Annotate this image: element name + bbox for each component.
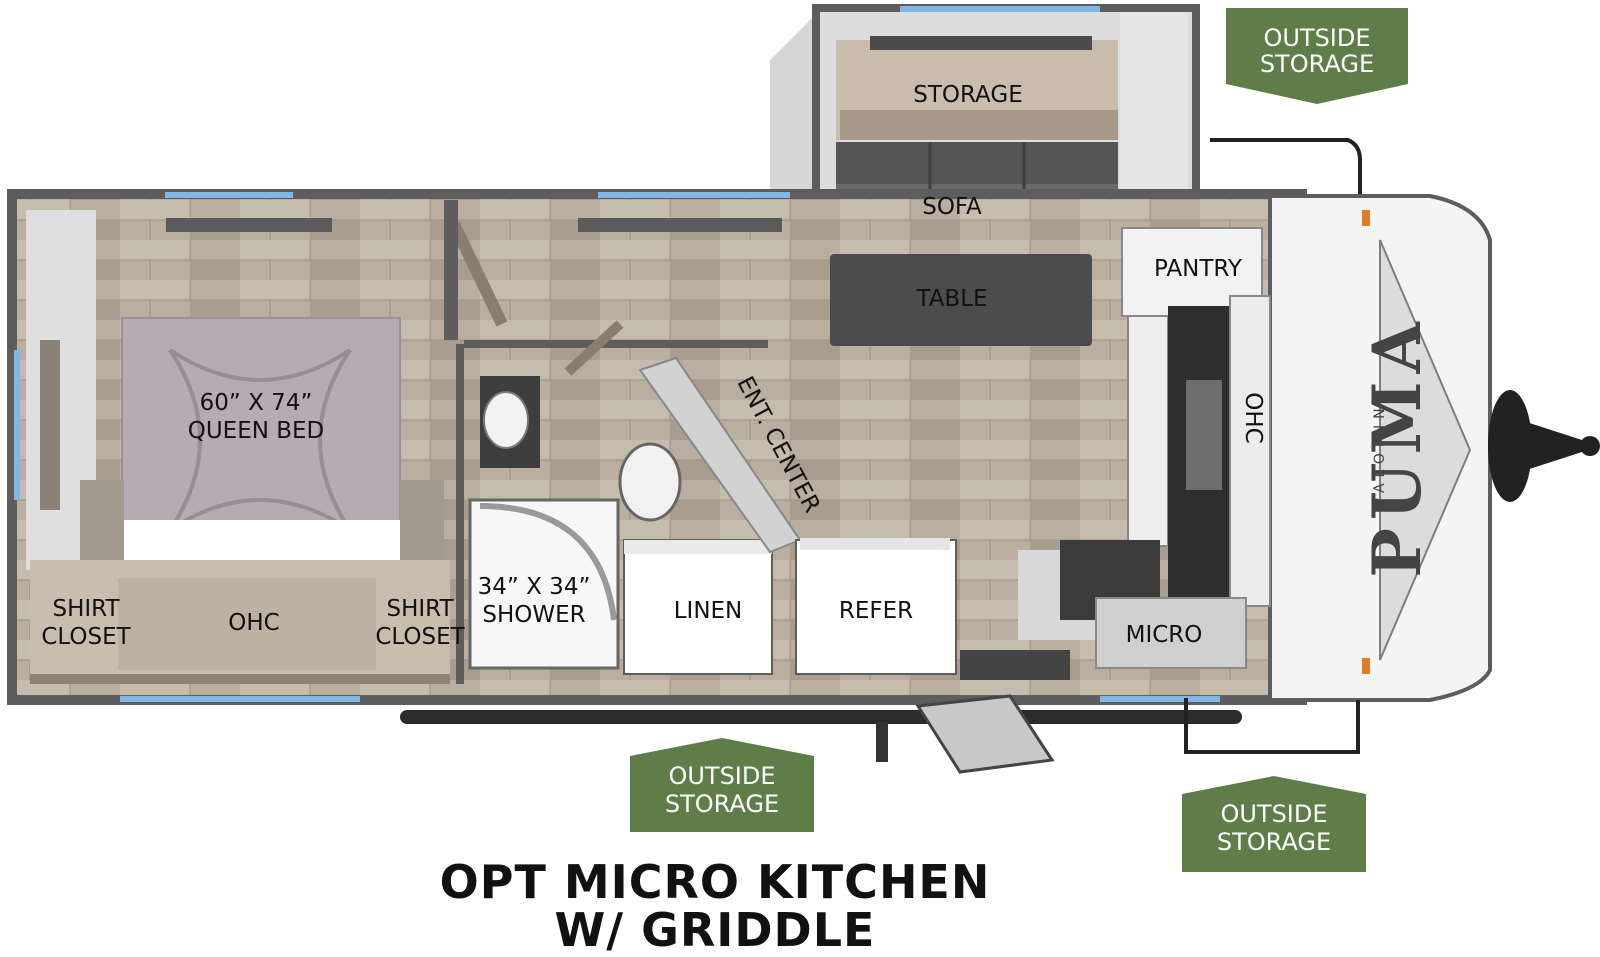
outside-storage-bottom-right-line2: STORAGE	[1217, 828, 1331, 856]
label-kitchen-ohc: OHC	[1240, 392, 1266, 443]
brand-sub-text: PALOMINO	[1372, 385, 1388, 506]
outside-storage-top-line1: OUTSIDE	[1263, 24, 1370, 52]
awning-step	[400, 138, 1362, 774]
kitchen	[795, 227, 1271, 680]
outside-storage-bottom-left-line1: OUTSIDE	[668, 762, 775, 790]
label-bed-size: 60” X 74”	[200, 390, 313, 416]
label-bed-name: QUEEN BED	[188, 418, 325, 444]
kitchen-ohc	[1229, 295, 1271, 607]
shower	[468, 498, 620, 670]
hitch	[1488, 390, 1600, 502]
label-linen: LINEN	[674, 598, 743, 624]
label-pantry: PANTRY	[1154, 256, 1243, 282]
microwave	[1095, 597, 1247, 669]
label-storage: STORAGE	[913, 82, 1023, 108]
refer-cabinet	[795, 539, 957, 675]
label-table: TABLE	[915, 286, 987, 312]
bathroom	[456, 320, 802, 684]
outside-storage-bottom-right-line1: OUTSIDE	[1220, 800, 1327, 828]
nightstand-right	[400, 480, 444, 570]
outside-storage-bottom-left-line2: STORAGE	[665, 790, 779, 818]
label-shirt-closet-right-2: CLOSET	[375, 624, 465, 650]
label-refer: REFER	[839, 598, 913, 624]
label-shower: SHOWER	[482, 602, 585, 628]
label-shirt-closet-left-1: SHIRT	[52, 596, 120, 622]
label-shirt-closet-left-2: CLOSET	[41, 624, 131, 650]
label-shower-size: 34” X 34”	[478, 574, 591, 600]
floorplan-caption: OPT MICRO KITCHEN W/ GRIDDLE	[300, 858, 1130, 954]
outside-storage-top-line2: STORAGE	[1260, 50, 1374, 78]
brand-logo-text: PUMA	[1358, 314, 1436, 577]
dinette-table	[830, 254, 1092, 346]
nightstand-left	[80, 480, 124, 570]
bedroom	[30, 200, 508, 684]
outside-storage-badge-bottom-right: OUTSIDE STORAGE	[1182, 776, 1366, 872]
outside-storage-badge-top: OUTSIDE STORAGE	[1226, 8, 1408, 104]
label-sofa: SOFA	[922, 194, 982, 220]
puma-logo: PUMA PALOMINO	[1358, 210, 1472, 674]
windows	[120, 192, 1220, 702]
label-bedroom-ohc: OHC	[228, 610, 279, 636]
label-shirt-closet-right-1: SHIRT	[386, 596, 454, 622]
outside-storage-badge-bottom-left: OUTSIDE STORAGE	[630, 738, 814, 832]
linen-cabinet	[623, 539, 773, 675]
caption-line1: OPT MICRO KITCHEN	[439, 855, 991, 909]
caption-line2: W/ GRIDDLE	[554, 903, 876, 957]
label-micro: MICRO	[1126, 622, 1203, 648]
